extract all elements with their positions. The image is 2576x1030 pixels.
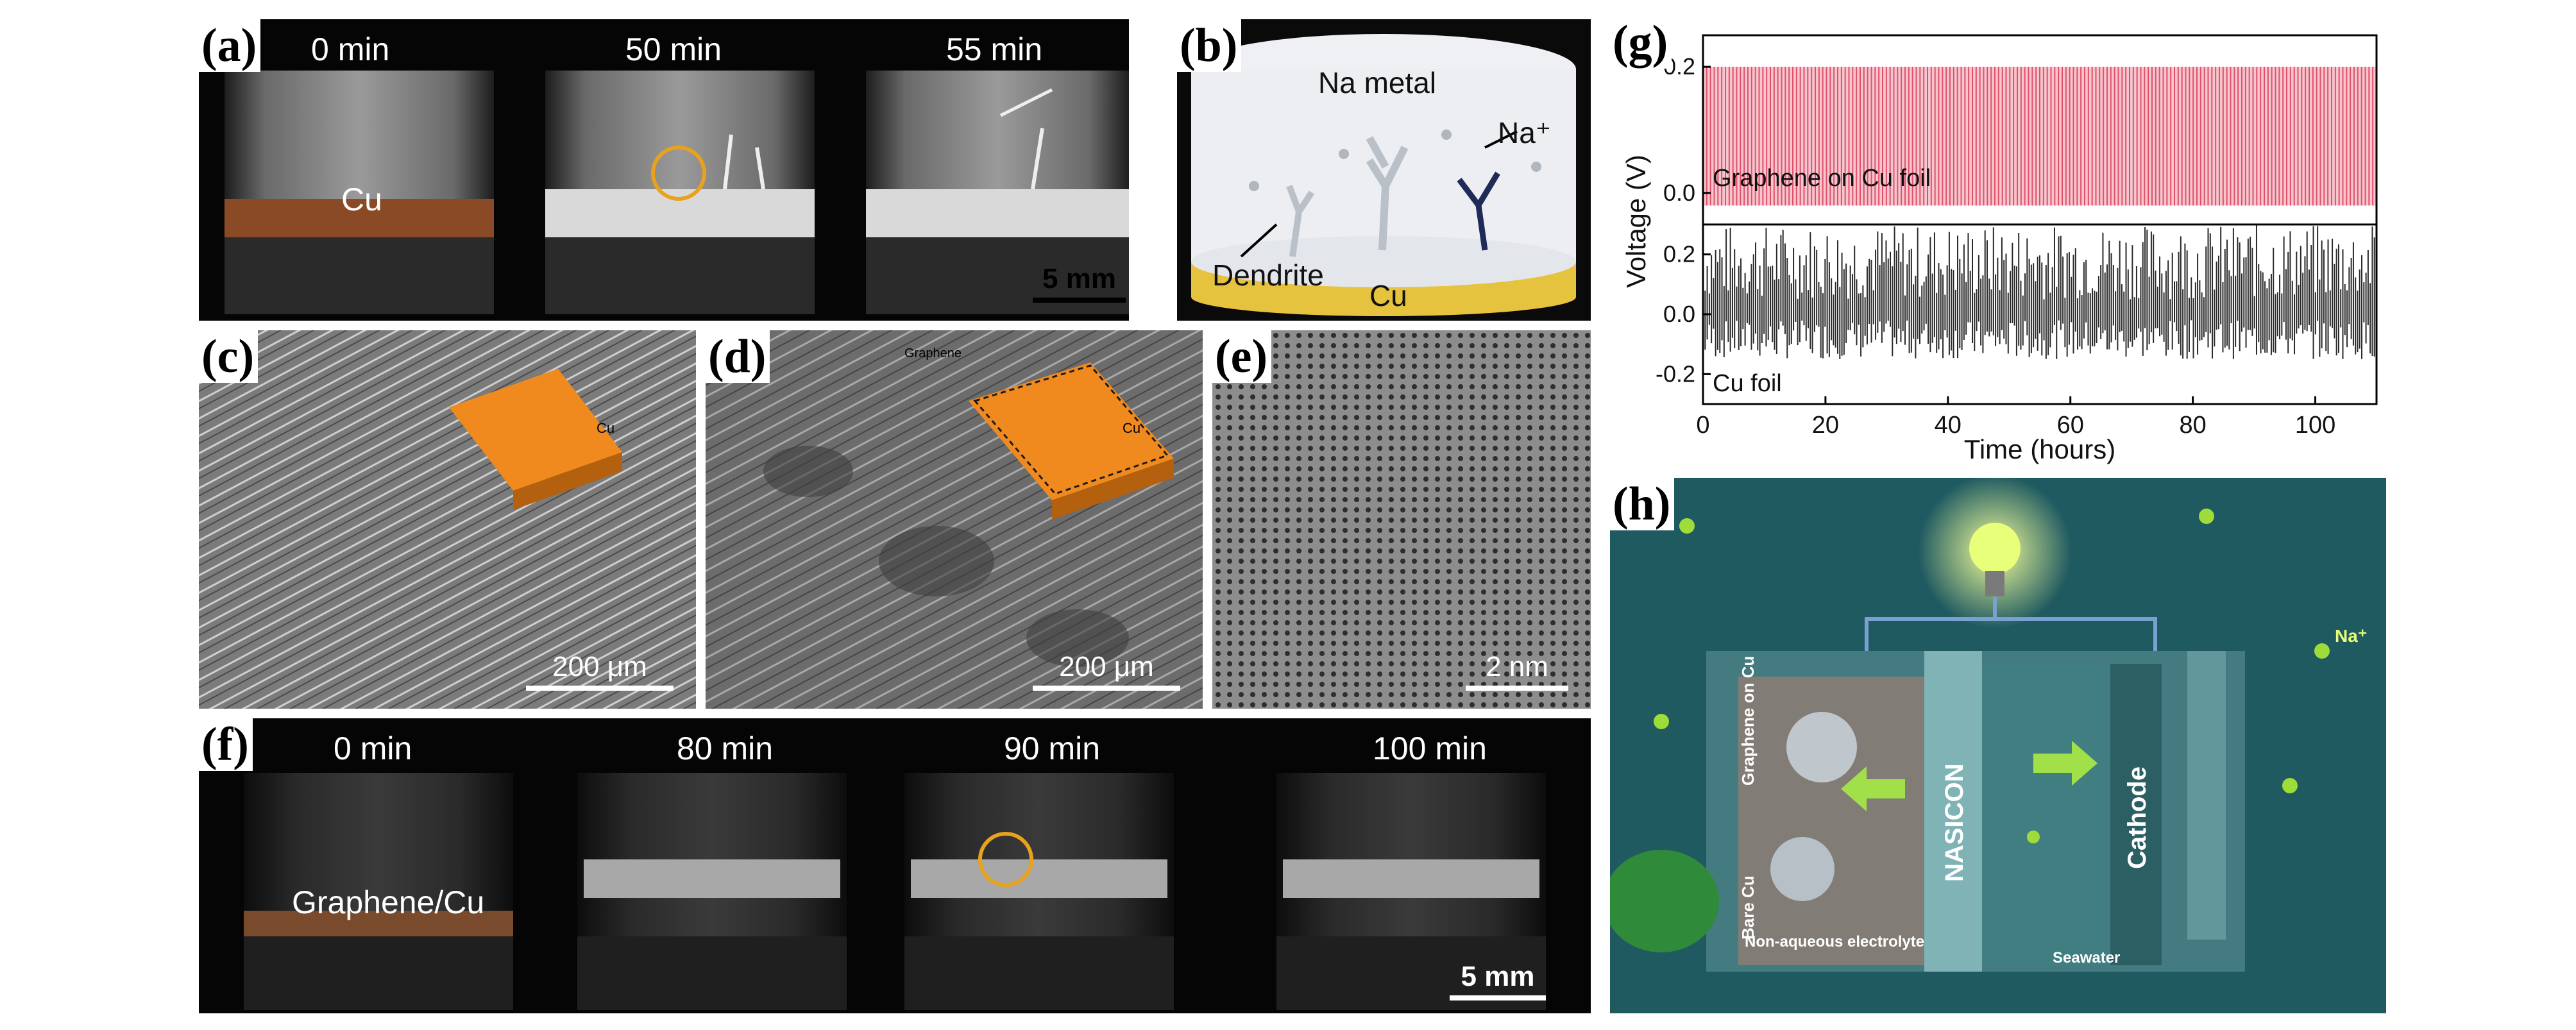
cu-substrate-label: Cu: [1369, 279, 1407, 312]
x-tick-label: 20: [1812, 412, 1839, 439]
graphene-cu-label: Graphene/Cu: [292, 884, 485, 920]
panel-g-label: (g): [1610, 16, 1672, 69]
panel-f: (f) 0 min 80 min 90 min 100 min Graphene…: [199, 718, 1591, 1013]
x-tick-label: 80: [2179, 412, 2206, 439]
x-tick-label: 0: [1696, 412, 1709, 439]
time-label-0: 0 min: [311, 31, 390, 67]
y-tick-label-bottom: -0.2: [1656, 360, 1695, 387]
na-ion-label: Na⁺: [2335, 626, 2368, 646]
scale-label: 5 mm: [1461, 961, 1535, 992]
panel-f-photo: [244, 773, 1546, 1010]
panel-e-label: (e): [1212, 330, 1272, 383]
scale-label: 200 μm: [1059, 651, 1154, 682]
panel-c: (c) Cu 200 μm: [199, 330, 696, 709]
panel-a-photo: [225, 71, 1129, 314]
scale-bar-5mm-f: 5 mm: [1450, 961, 1546, 1000]
scale-label: 2 nm: [1486, 651, 1548, 682]
panel-a-label: (a): [199, 19, 261, 72]
scale-bar-5mm-a: 5 mm: [1033, 263, 1126, 303]
time-label-55: 55 min: [946, 31, 1043, 67]
cathode-label: Cathode: [2123, 766, 2151, 869]
panel-a: (a) 0 min 50 min 55 min Cu 5 mm: [199, 19, 1129, 321]
panel-b-label: (b): [1177, 19, 1242, 72]
scale-bar-2nm: 2 nm: [1466, 651, 1568, 691]
x-axis-title: Time (hours): [1964, 434, 2115, 464]
top-series-label: Graphene on Cu foil: [1713, 165, 1931, 192]
y-axis-title: Voltage (V): [1621, 155, 1651, 288]
electrolyte-label: Non-aqueous electrolyte: [1745, 933, 1925, 950]
graphene-tag: Graphene: [904, 346, 962, 360]
panel-d: (d) Graphene Cu 200 μm: [706, 330, 1203, 709]
panel-f-label: (f): [199, 718, 253, 771]
dendrite-label: Dendrite: [1212, 258, 1324, 292]
sem-image-graphene: [706, 330, 1203, 709]
nasicon-label: NASICON: [1940, 763, 1969, 882]
tem-lattice-image: [1212, 330, 1591, 709]
y-tick-label-bottom: 0.2: [1663, 241, 1695, 267]
panel-e: (e) 2 nm: [1212, 330, 1591, 709]
x-tick-label: 100: [2295, 412, 2335, 439]
schematic-na-dendrite: [1191, 34, 1576, 316]
bottom-series-line: [1702, 225, 2377, 359]
sem-image-cu: [199, 330, 696, 709]
cu-label: Cu: [341, 182, 382, 217]
panel-b: (b) Na metal Na⁺ Dendrite Cu: [1177, 19, 1591, 321]
scale-label: 200 μm: [552, 651, 647, 682]
panel-h-label: (h): [1610, 478, 1675, 530]
seawater-battery-schematic: [1610, 478, 2386, 1013]
bare-cu-label: Bare Cu: [1738, 875, 1758, 940]
seawater-label: Seawater: [2053, 949, 2121, 967]
y-tick-label-bottom: 0.0: [1663, 301, 1695, 327]
panel-d-label: (d): [706, 330, 770, 383]
x-tick-label: 60: [2057, 412, 2084, 439]
scale-label: 5 mm: [1042, 263, 1116, 294]
bottom-series-label: Cu foil: [1713, 370, 1782, 397]
time-label-50: 50 min: [625, 31, 722, 67]
graphene-on-cu-label: Graphene on Cu: [1738, 655, 1758, 786]
panel-c-label: (c): [199, 330, 258, 383]
y-tick-label-top: 0.0: [1663, 180, 1695, 206]
panel-h: (h) Na⁺ Graphene on Cu Bare Cu NASICON C…: [1610, 478, 2386, 1013]
x-tick-label: 40: [1935, 412, 1962, 439]
time-label-90: 90 min: [1004, 730, 1101, 766]
na-ion-label: Na⁺: [1498, 116, 1552, 149]
scale-bar-200um-c: 200 μm: [526, 651, 674, 691]
na-metal-label: Na metal: [1318, 66, 1437, 99]
time-label-80: 80 min: [677, 730, 774, 766]
time-label-100: 100 min: [1373, 730, 1487, 766]
time-label-0: 0 min: [334, 730, 412, 766]
scale-bar-200um-d: 200 μm: [1033, 651, 1180, 691]
cu-tag-c: Cu: [597, 420, 615, 436]
cu-tag-d: Cu: [1123, 420, 1141, 436]
